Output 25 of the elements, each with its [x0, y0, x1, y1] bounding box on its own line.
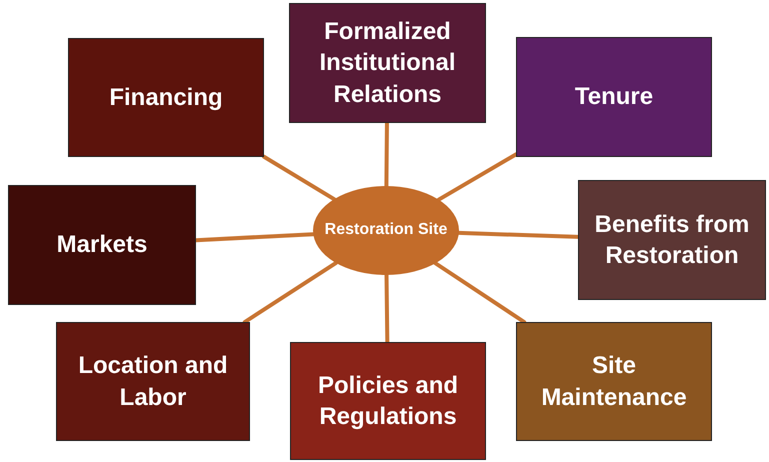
connector-line: [262, 154, 336, 202]
connector-line: [242, 260, 338, 324]
node-label: Markets: [56, 230, 148, 260]
node-label: Policies and Regulations: [316, 370, 460, 432]
node-label: Location and Labor: [77, 351, 229, 412]
connector-line: [384, 121, 389, 188]
node-label: Financing: [109, 82, 223, 113]
connector-line: [194, 232, 316, 242]
topic-box: [516, 322, 712, 441]
node-label: Restoration Site: [324, 220, 448, 240]
connector-line: [436, 152, 518, 202]
connector-line: [384, 273, 390, 344]
connector-line: [433, 261, 526, 324]
topic-box: [56, 322, 250, 441]
node-label: Benefits from Restoration: [594, 210, 750, 271]
topic-box: [8, 185, 196, 305]
node-label: Site Maintenance: [540, 351, 688, 412]
topic-box: [289, 3, 486, 123]
topic-box: [68, 38, 264, 157]
topic-box: [290, 342, 486, 460]
topic-box: [516, 37, 712, 157]
topic-box: [578, 180, 766, 300]
connector-line: [456, 230, 580, 239]
node-label: Tenure: [574, 82, 654, 112]
node-label: Formalized Institutional Relations: [318, 17, 456, 110]
